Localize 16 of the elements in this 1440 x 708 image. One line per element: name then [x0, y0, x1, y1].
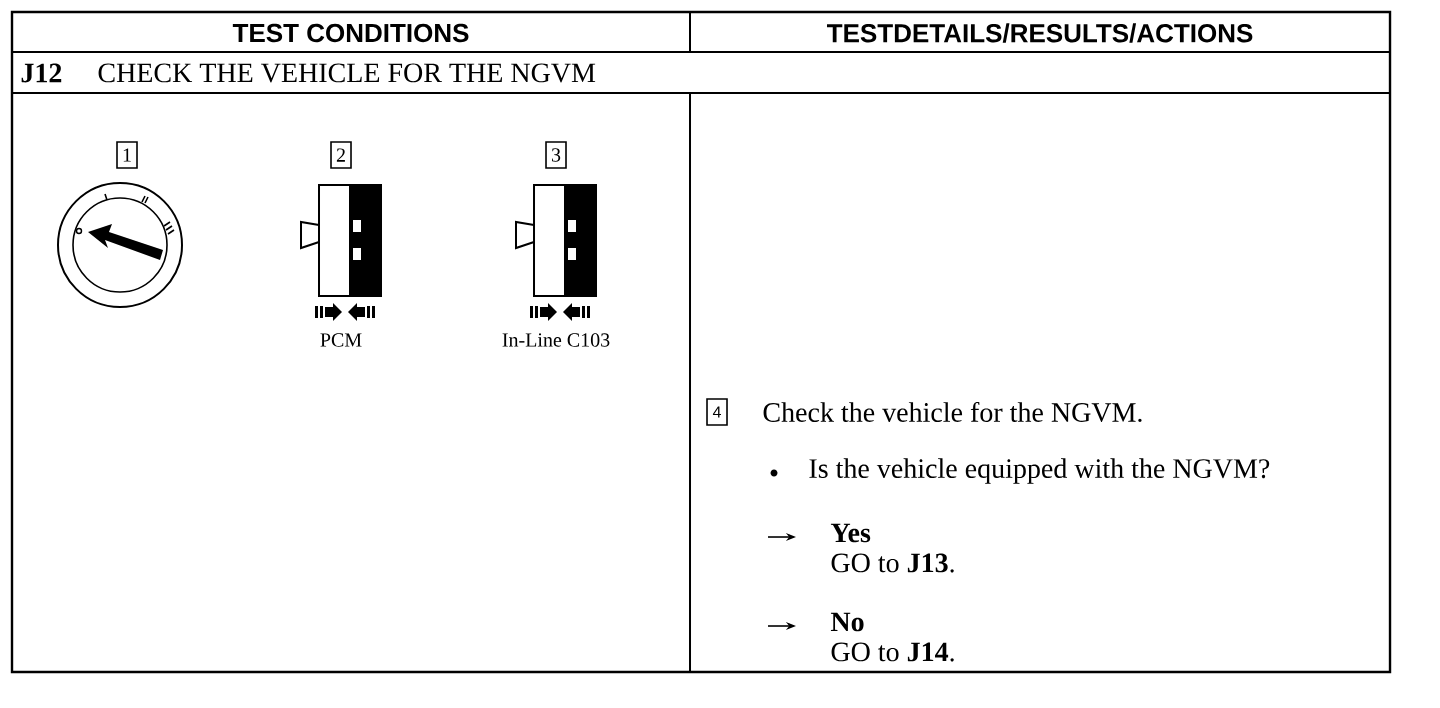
callout-number: 3 [545, 141, 567, 169]
step-number: J12 [21, 63, 62, 83]
callout-number: 4 [706, 398, 728, 426]
part-label: In-Line C103 [502, 333, 610, 347]
column-header: TEST CONDITIONS [232, 23, 469, 43]
action-text: GO to J14. [831, 642, 954, 662]
callout-number: 2 [330, 141, 352, 169]
answer-option: Yes [830, 523, 871, 543]
column-header: TESTDETAILS/RESULTS/ACTIONS [827, 23, 1253, 43]
instruction-text: Check the vehicle for the NGVM. [763, 401, 1142, 423]
question-text: Is the vehicle equipped with the NGVM? [809, 458, 1270, 484]
step-title: CHECK THE VEHICLE FOR THE NGVM [98, 63, 596, 83]
part-label: PCM [320, 333, 362, 347]
callout-number: 1 [116, 141, 138, 169]
answer-option: No [830, 612, 864, 632]
action-text: GO to J13. [831, 553, 954, 573]
